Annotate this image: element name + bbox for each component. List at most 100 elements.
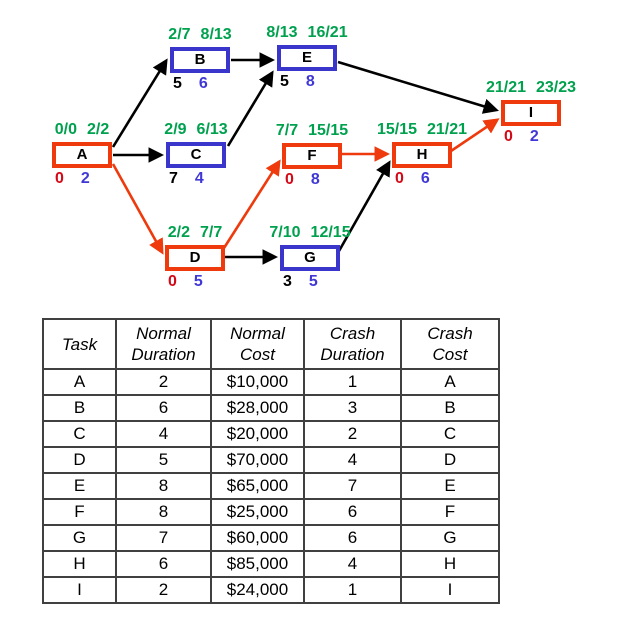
early-late-times-label: 2/7 8/13 xyxy=(168,26,231,44)
duration-value: 6 xyxy=(198,75,208,92)
ef-lf-value: 8/13 xyxy=(200,26,232,43)
table-cell: $25,000 xyxy=(210,498,305,526)
table-cell: 4 xyxy=(303,550,402,578)
es-ls-value: 8/13 xyxy=(266,24,298,41)
table-cell: H xyxy=(400,550,500,578)
es-ls-value: 0/0 xyxy=(54,121,77,138)
table-cell: $65,000 xyxy=(210,472,305,500)
slack-value: 0 xyxy=(504,128,513,145)
slack-value: 3 xyxy=(283,273,292,290)
ef-lf-value: 2/2 xyxy=(87,121,110,138)
table-cell: E xyxy=(42,472,117,500)
early-late-times-label: 0/0 2/2 xyxy=(55,121,110,139)
slack-value: 0 xyxy=(395,170,404,187)
table-cell: $20,000 xyxy=(210,420,305,448)
column-header: Crash Cost xyxy=(400,318,500,370)
duration-value: 5 xyxy=(193,273,203,290)
table-cell: 1 xyxy=(303,576,402,604)
table-cell: $28,000 xyxy=(210,394,305,422)
task-box: F xyxy=(282,143,342,169)
es-ls-value: 15/15 xyxy=(376,121,417,138)
table-cell: G xyxy=(42,524,117,552)
table-cell: 7 xyxy=(115,524,212,552)
ef-lf-value: 7/7 xyxy=(200,224,223,241)
duration-value: 2 xyxy=(80,170,90,187)
table-cell: 4 xyxy=(115,420,212,448)
table-cell: 1 xyxy=(303,368,402,396)
ef-lf-value: 6/13 xyxy=(196,121,228,138)
table-cell: $60,000 xyxy=(210,524,305,552)
edge-C-to-E xyxy=(226,70,274,147)
table-cell: $10,000 xyxy=(210,368,305,396)
table-cell: B xyxy=(400,394,500,422)
table-cell: A xyxy=(400,368,500,396)
es-ls-value: 7/7 xyxy=(275,122,299,139)
table-cell: B xyxy=(42,394,117,422)
table-cell: 2 xyxy=(303,420,402,448)
edge-A-to-B xyxy=(111,58,168,148)
task-box: I xyxy=(501,100,561,126)
task-box: A xyxy=(52,142,112,168)
table-cell: 5 xyxy=(115,446,212,474)
table-cell: 6 xyxy=(303,498,402,526)
edge-H-to-I xyxy=(450,118,500,153)
es-ls-value: 21/21 xyxy=(485,79,526,96)
es-ls-value: 7/10 xyxy=(269,224,301,241)
table-cell: F xyxy=(400,498,500,526)
column-header: Task xyxy=(42,318,117,370)
column-header: Normal Duration xyxy=(115,318,212,370)
duration-value: 8 xyxy=(305,73,315,90)
task-box: H xyxy=(392,142,452,168)
column-header: Crash Duration xyxy=(303,318,402,370)
duration-value: 5 xyxy=(308,273,318,290)
slack-value: 5 xyxy=(173,75,182,92)
slack-value: 5 xyxy=(280,73,289,90)
task-box: E xyxy=(277,45,337,71)
edge-E-to-I xyxy=(337,60,499,114)
table-cell: E xyxy=(400,472,500,500)
task-box: C xyxy=(166,142,226,168)
table-cell: D xyxy=(400,446,500,474)
table-cell: 8 xyxy=(115,498,212,526)
table-cell: 7 xyxy=(303,472,402,500)
slack-value: 7 xyxy=(169,170,178,187)
task-box: B xyxy=(170,47,230,73)
es-ls-value: 2/7 xyxy=(168,26,191,43)
table-cell: F xyxy=(42,498,117,526)
table-cell: 2 xyxy=(115,576,212,604)
table-cell: C xyxy=(400,420,500,448)
table-cell: C xyxy=(42,420,117,448)
table-cell: 3 xyxy=(303,394,402,422)
table-cell: $24,000 xyxy=(210,576,305,604)
duration-value: 8 xyxy=(310,171,320,188)
table-cell: 4 xyxy=(303,446,402,474)
slack-value: 0 xyxy=(168,273,177,290)
task-box: D xyxy=(165,245,225,271)
table-cell: D xyxy=(42,446,117,474)
table-cell: $85,000 xyxy=(210,550,305,578)
duration-value: 6 xyxy=(420,170,430,187)
table-cell: I xyxy=(42,576,117,604)
table-cell: 6 xyxy=(303,524,402,552)
duration-value: 4 xyxy=(194,170,204,187)
duration-value: 2 xyxy=(529,128,539,145)
